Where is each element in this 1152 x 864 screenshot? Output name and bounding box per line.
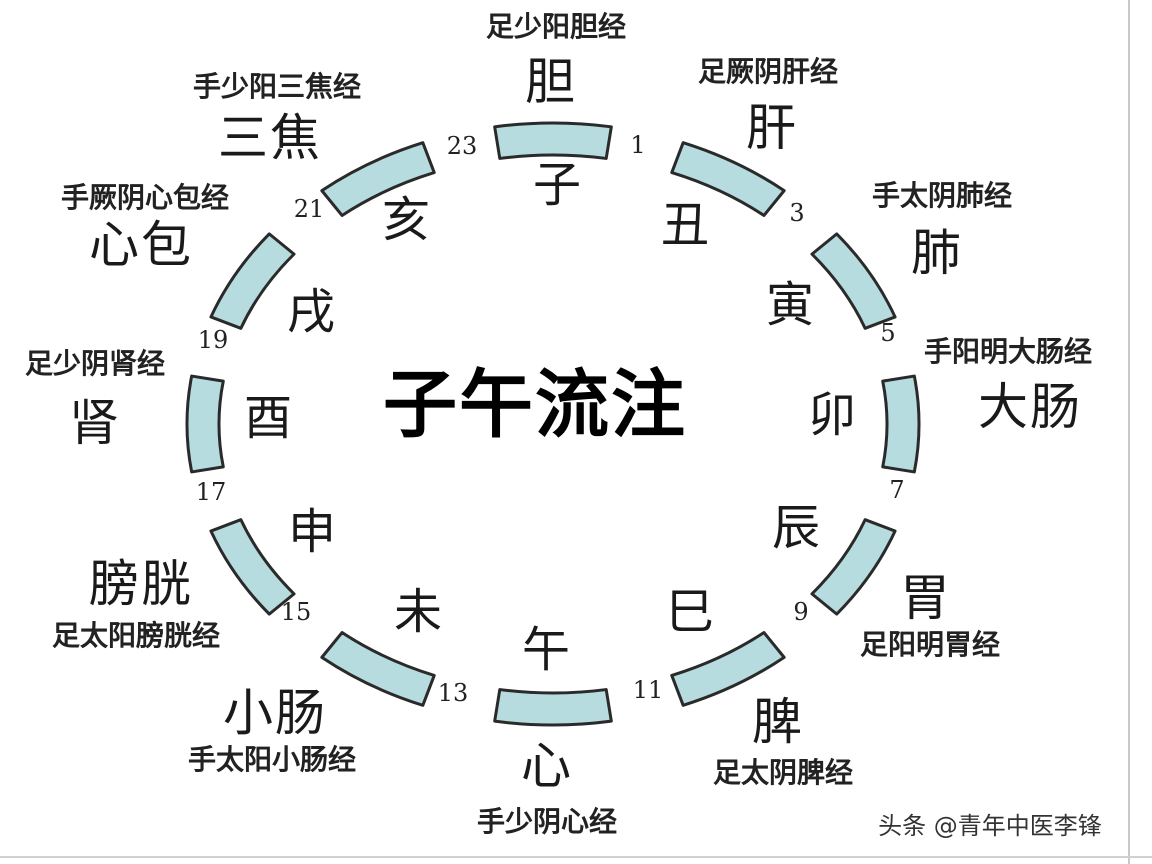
- hour-23: 23: [446, 132, 478, 160]
- branch-xu: 戌: [286, 284, 336, 340]
- ring-segment-zi: [493, 121, 613, 160]
- meridian-xin: 手少阴心经: [476, 805, 618, 838]
- organ-xin: 心: [521, 737, 573, 795]
- watermark: 头条 @青年中医李锋: [878, 812, 1102, 840]
- diagram-title: 子午流注: [383, 362, 687, 448]
- frame-border-right: [1128, 0, 1130, 864]
- meridian-xiaochang: 手太阳小肠经: [187, 743, 357, 776]
- meridian-shen: 足少阴肾经: [24, 347, 166, 380]
- hour-1: 1: [630, 131, 646, 159]
- branch-yin: 寅: [765, 277, 815, 333]
- branch-shen: 申: [287, 504, 337, 560]
- organ-sanjiao: 三焦: [218, 109, 322, 167]
- hour-19: 19: [197, 326, 229, 354]
- meridian-pangguang: 足太阳膀胱经: [51, 619, 221, 652]
- ring-segment-you: [185, 374, 225, 474]
- organ-xinbao: 心包: [89, 216, 193, 274]
- ring-segment-si: [670, 631, 786, 707]
- hour-11: 11: [632, 676, 664, 704]
- ring-segment-xu: [209, 232, 296, 330]
- branch-mao: 卯: [807, 387, 857, 443]
- hour-5: 5: [880, 319, 896, 347]
- branch-zi: 子: [532, 157, 582, 213]
- ring-segment-chen: [810, 518, 897, 616]
- meridian-xinbao: 手厥阴心包经: [60, 181, 230, 214]
- ring-segment-chou: [670, 141, 786, 217]
- ring-segment-wei: [320, 631, 436, 707]
- hour-7: 7: [889, 476, 905, 504]
- organ-shen: 肾: [69, 394, 121, 452]
- hour-3: 3: [789, 199, 805, 227]
- organ-dan: 胆: [525, 53, 577, 111]
- meridian-dan: 足少阳胆经: [485, 10, 627, 43]
- hour-13: 13: [437, 679, 469, 707]
- meridian-fei: 手太阴肺经: [871, 179, 1013, 212]
- hour-9: 9: [793, 598, 809, 626]
- meridian-wei: 足阳明胃经: [859, 628, 1001, 661]
- hour-15: 15: [280, 598, 312, 626]
- meridian-gan: 足厥阴肝经: [697, 55, 839, 88]
- branch-you: 酉: [243, 390, 293, 446]
- branch-hai: 亥: [381, 192, 431, 248]
- organ-gan: 肝: [746, 99, 798, 157]
- organ-pi: 脾: [752, 693, 804, 751]
- branch-wu: 午: [521, 622, 571, 678]
- branch-chou: 丑: [660, 197, 710, 253]
- hour-17: 17: [195, 478, 227, 506]
- branch-wei: 未: [393, 584, 443, 640]
- ring-segment-shen: [209, 518, 296, 616]
- meridian-dachang: 手阳明大肠经: [923, 335, 1093, 368]
- branch-chen: 辰: [771, 500, 821, 556]
- frame-border-bottom: [0, 856, 1152, 858]
- ring-segment-hai: [320, 141, 436, 217]
- meridian-sanjiao: 手少阳三焦经: [192, 70, 362, 103]
- branch-si: 巳: [665, 584, 715, 640]
- ring-segment-wu: [493, 688, 613, 727]
- ring-segment-yin: [810, 232, 897, 330]
- ring-segment-mao: [881, 374, 921, 474]
- organ-fei: 肺: [911, 224, 963, 282]
- meridian-pi: 足太阴脾经: [712, 756, 854, 789]
- organ-xiaochang: 小肠: [223, 684, 327, 742]
- organ-dachang: 大肠: [978, 378, 1082, 436]
- hour-21: 21: [293, 195, 325, 223]
- organ-wei: 胃: [900, 569, 952, 627]
- organ-pangguang: 膀胱: [89, 555, 193, 613]
